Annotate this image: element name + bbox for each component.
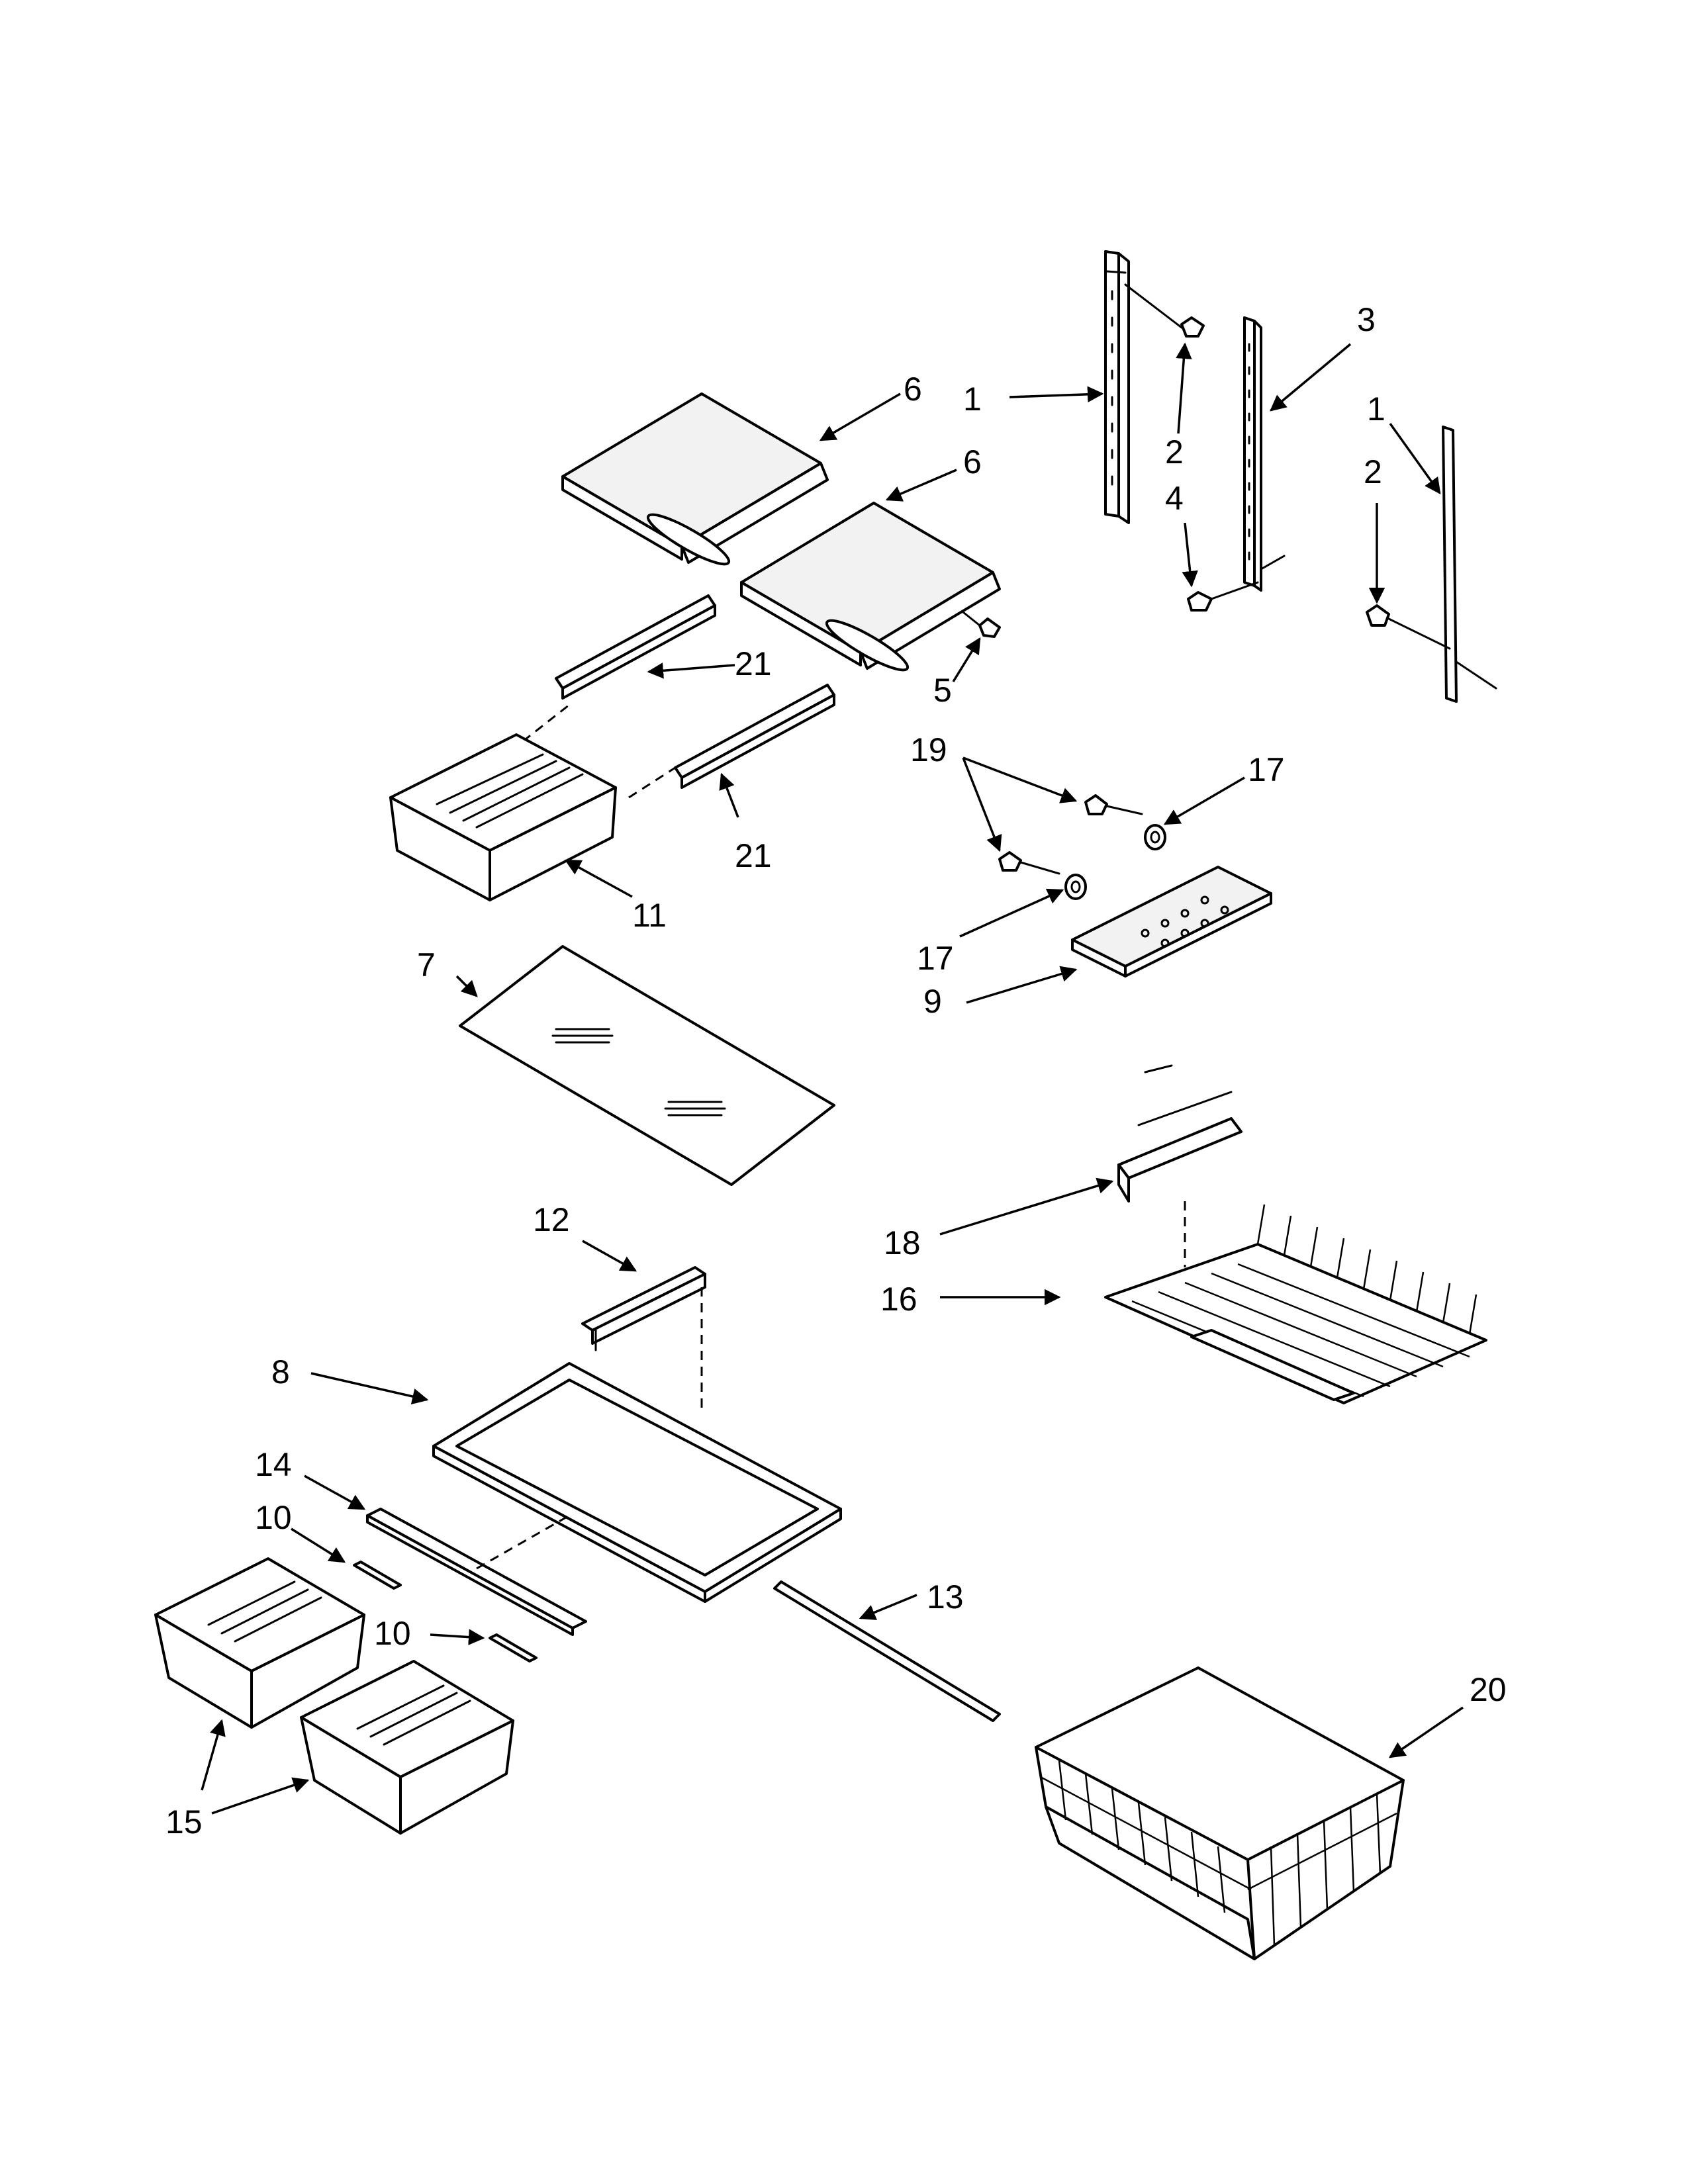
callout-2-right: 2	[1364, 453, 1382, 490]
part-8-frame	[432, 1362, 842, 1603]
part-9-tray	[1071, 866, 1272, 978]
callout-5: 5	[933, 672, 952, 709]
callout-2-center: 2	[1165, 433, 1184, 471]
callout-21-lower: 21	[735, 837, 772, 874]
part-1-rail-right	[1442, 426, 1497, 703]
callout-6-lower: 6	[963, 443, 982, 480]
callout-3: 3	[1357, 301, 1376, 338]
part-6-shelf-upper	[561, 392, 829, 566]
part-10-clip-lower	[489, 1633, 538, 1662]
callout-7: 7	[417, 946, 436, 983]
callout-11: 11	[632, 897, 667, 934]
part-15-crisper-right	[300, 1660, 514, 1835]
part-16-wire-shelf	[1104, 1204, 1487, 1404]
callout-1-right: 1	[1367, 390, 1385, 428]
part-21-slide-upper	[555, 594, 716, 700]
callout-13: 13	[927, 1578, 964, 1615]
callout-15: 15	[165, 1803, 203, 1841]
part-10-clip-upper	[353, 1561, 402, 1590]
callout-17-upper: 17	[1248, 751, 1285, 788]
part-13-rod	[773, 1580, 1001, 1722]
callout-4: 4	[1165, 480, 1184, 517]
screw-2-right	[1366, 604, 1451, 650]
leader-lines	[201, 342, 1464, 1815]
screw-2-top	[1124, 283, 1205, 338]
callout-19: 19	[910, 731, 947, 768]
part-3-rail-center	[1243, 316, 1286, 592]
screw-19-upper	[1084, 794, 1143, 815]
callout-10-lower: 10	[374, 1615, 411, 1652]
part-21-slide-lower	[674, 684, 835, 789]
washer-17-upper	[1144, 824, 1166, 850]
part-18-divider	[1117, 1064, 1243, 1203]
part-6-shelf-lower	[740, 502, 1001, 672]
callout-16: 16	[880, 1281, 917, 1318]
callout-10-upper: 10	[255, 1499, 292, 1536]
screw-4	[1187, 581, 1259, 612]
washer-17-lower	[1064, 874, 1087, 900]
callout-9: 9	[923, 983, 942, 1020]
callout-1-left: 1	[963, 381, 982, 418]
callout-21-upper: 21	[735, 645, 772, 682]
part-12-bracket	[581, 1266, 706, 1351]
part-11-drawer	[389, 733, 617, 901]
callout-labels: 1 1 2 2 3 4 5 6 6 7 8 9 10 10 11 12 13 1…	[165, 301, 1507, 1841]
callout-6-upper: 6	[904, 371, 922, 408]
callout-8: 8	[271, 1353, 290, 1390]
callout-17-lower: 17	[917, 940, 954, 977]
part-20-basket	[1035, 1666, 1405, 1960]
callout-12: 12	[533, 1201, 570, 1238]
callout-14: 14	[255, 1446, 292, 1483]
callout-18: 18	[884, 1224, 921, 1261]
part-15-crisper-left	[154, 1557, 365, 1729]
part-1-rail-left	[1104, 250, 1130, 524]
callout-20: 20	[1470, 1671, 1507, 1708]
screw-19-lower	[998, 851, 1060, 875]
part-7-glass-shelf	[459, 945, 835, 1186]
